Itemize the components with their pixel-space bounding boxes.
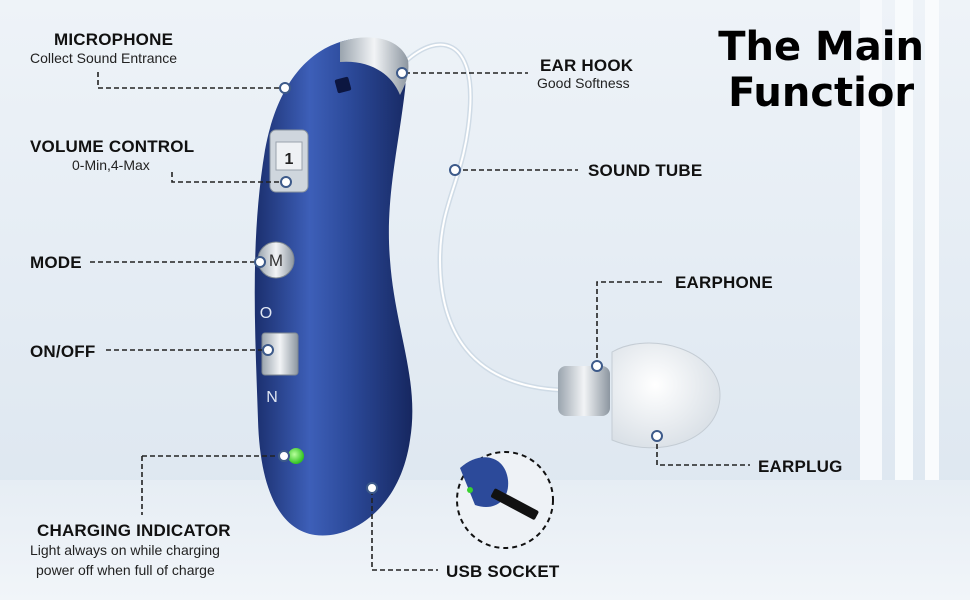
volume-window <box>275 141 303 171</box>
sound-tube <box>403 42 561 393</box>
earphone <box>558 366 610 416</box>
mode-button-label: M <box>269 251 283 270</box>
background-panel <box>925 0 939 600</box>
earplug-label: EARPLUG <box>758 457 843 476</box>
charging-led <box>288 448 304 464</box>
earplug <box>611 342 721 449</box>
leader-lines <box>90 72 750 571</box>
main-title-line1: The Main <box>718 24 924 70</box>
microphone-slot <box>334 76 352 94</box>
microphone-label: MICROPHONE <box>54 30 174 49</box>
background-panel <box>895 0 913 600</box>
switch-off-label: N <box>266 389 278 406</box>
onoff-label: ON/OFF <box>30 342 96 361</box>
earphone-label: EARPHONE <box>675 273 773 292</box>
on-off-switch[interactable] <box>261 332 299 376</box>
hearing-aid-body <box>254 38 413 536</box>
charging-line1: Light always on while charging <box>30 542 220 558</box>
usb-led <box>467 487 473 493</box>
background-panel <box>860 0 882 600</box>
main-title-line2: Functior <box>728 70 915 116</box>
callout-dots <box>254 67 663 494</box>
microphone-sublabel: Collect Sound Entrance <box>30 50 178 66</box>
soundtube-label: SOUND TUBE <box>588 161 703 180</box>
ear-hook-cap <box>340 37 409 95</box>
charging-label: CHARGING INDICATOR <box>37 521 231 540</box>
charging-line2: power off when full of charge <box>36 562 215 578</box>
switch-on-label: O <box>260 305 272 322</box>
volume-value: 1 <box>285 151 294 168</box>
earhook-label: EAR HOOK <box>540 56 634 75</box>
volume-label: VOLUME CONTROL <box>30 137 195 156</box>
mode-label: MODE <box>30 253 82 272</box>
usb-socket-label: USB SOCKET <box>446 562 560 581</box>
sound-tube-highlight <box>404 43 561 391</box>
usb-cable <box>491 488 539 520</box>
main-title: The Main Functior <box>718 24 924 116</box>
earhook-sublabel: Good Softness <box>537 75 630 91</box>
volume-sublabel: 0-Min,4-Max <box>72 157 150 173</box>
